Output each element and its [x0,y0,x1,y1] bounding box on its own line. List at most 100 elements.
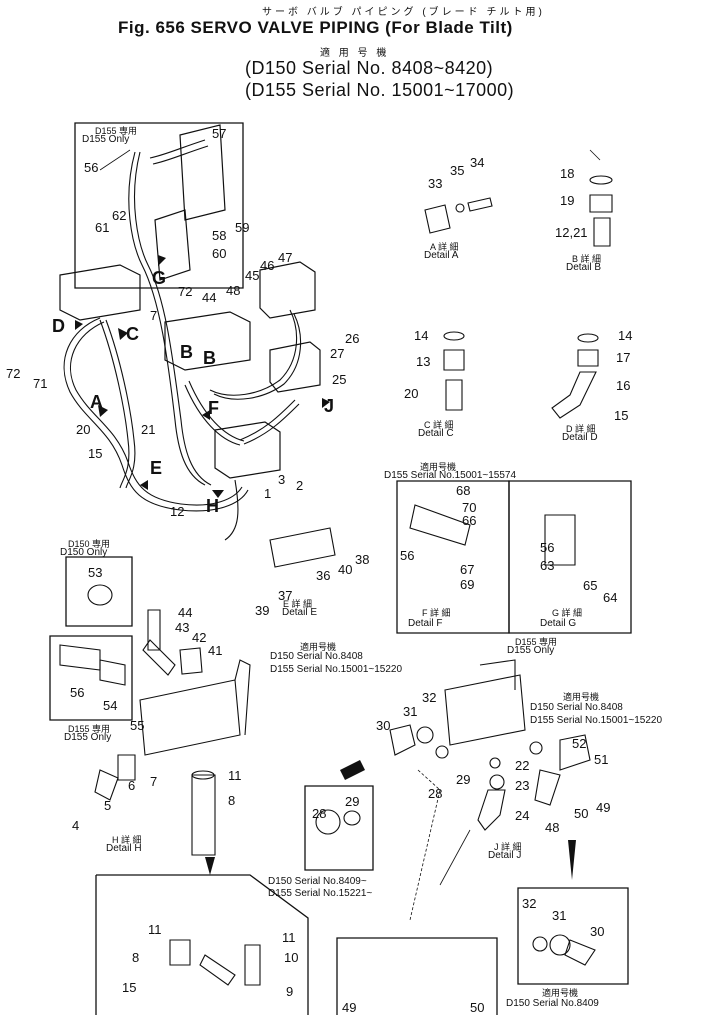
part-number: 50 [470,1000,485,1015]
callout: C [126,324,140,344]
part-number: 32 [522,896,537,911]
d150-only-jp: D150 専用 [68,539,111,549]
part-number: 30 [376,718,391,733]
callout: 62 [112,208,127,223]
part-number: 36 [316,568,331,583]
detail-label: Detail G [540,618,577,629]
callout: 48 [226,283,241,298]
part-number: 64 [603,590,618,605]
part-number: 23 [515,778,530,793]
part-number: 43 [175,620,190,635]
part-number: 34 [470,155,485,170]
callout: 12 [170,504,185,519]
part-number: 6 [128,778,136,793]
part-number: 33 [428,176,443,191]
part-number: 14 [414,328,429,343]
hose-group [64,140,300,540]
d155-only-label: D155 Only [64,732,112,743]
callout: 7 [150,308,158,323]
part-number: 56 [70,685,85,700]
detail-label-jp: G 詳 細 [552,608,583,618]
part-number: 5 [104,798,112,813]
detail-label: Detail D [562,432,598,443]
d155-only-label: D155 Only [507,645,555,656]
part-number: 42 [192,630,207,645]
detail-label-jp: A 詳 細 [430,242,459,252]
part-number: 15 [122,980,137,995]
part-number: 14 [618,328,633,343]
serial-range: D150 Serial No.8409 [506,998,599,1009]
callout: 58 [212,228,227,243]
callout: B [203,348,217,368]
part-number: 7 [150,774,158,789]
part-number: 28 [428,786,443,801]
d155-only-frame [75,123,243,288]
callout: 26 [345,331,360,346]
part-number: 66 [462,513,477,528]
part-number: 54 [103,698,118,713]
callout: B [180,342,194,362]
part-number: 70 [462,500,477,515]
callout: J [324,396,335,416]
leader-lines [100,150,600,920]
part-number: 8 [132,950,140,965]
callout: A [90,392,104,412]
detail-label: Detail F [408,618,443,629]
applicable-jp: 適用号機 [542,988,579,998]
part-number: 30 [590,924,605,939]
serial-range: D155 Serial No.15001~15220 [530,715,663,726]
part-number: 28 [312,806,327,821]
callout: F [208,398,220,418]
part-number: 38 [355,552,370,567]
cap-frame [305,786,373,870]
part-number: 55 [130,718,145,733]
part-number: 50 [574,806,589,821]
part-number: 11 [148,922,162,937]
part-number: 67 [460,562,475,577]
part-number: 24 [515,808,530,823]
applicable-jp: 適用号機 [563,692,600,702]
detail-sketches [60,176,612,985]
part-number: 65 [583,578,598,593]
part-number: 48 [545,820,560,835]
part-number: 17 [616,350,631,365]
part-number: 44 [178,605,193,620]
detail-g-frame [509,481,631,633]
detail-label: Detail J [488,850,522,861]
detail-label-jp: E 詳 細 [283,599,313,609]
part-number: 32 [422,690,437,705]
part-number: 10 [284,950,299,965]
d155-only-jp: D155 専用 [95,126,138,136]
callout: H [206,496,220,516]
callout: 60 [212,246,227,261]
callout: 44 [202,290,217,305]
detail-label: Detail A [424,250,459,261]
d150-only-frame [66,557,132,626]
page-title: Fig. 656 SERVO VALVE PIPING (For Blade T… [118,18,513,37]
serial-range: D150 Serial No.8408 [270,651,363,662]
detail-label: Detail C [418,428,454,439]
d150-only-label: D150 Only [60,547,108,558]
part-number: 39 [255,603,270,618]
part-number: 11 [282,930,296,945]
part-number: 31 [552,908,567,923]
callout: 57 [212,126,227,141]
part-number: 56 [540,540,555,555]
callout: 61 [95,220,110,235]
part-number: 53 [88,565,103,580]
callout: 72 [6,366,21,381]
part-number: 31 [403,704,418,719]
valve-blocks [60,125,320,478]
serial-range: D155 Serial No.15001~15220 [270,664,403,675]
part-number: 41 [208,643,223,658]
part-number: 52 [572,736,587,751]
detail-label-jp: J 詳 細 [494,842,522,852]
header-jp-title: サーボ バルブ パイピング (ブレード チルト用) [262,7,545,18]
callout: 25 [332,372,347,387]
part-number: 69 [460,577,475,592]
callout: 71 [33,376,48,391]
serial-range: D150 Serial No.8408 [530,702,623,713]
detail-label: Detail E [282,607,318,618]
applicable-jp: 適用号機 [420,462,457,472]
